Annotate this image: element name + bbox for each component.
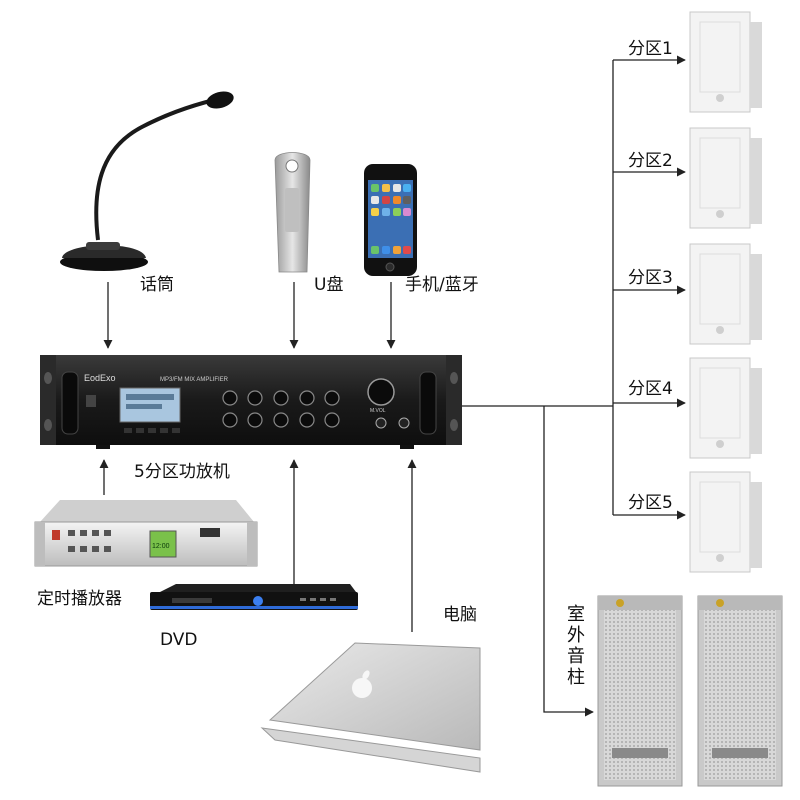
- zone2-speaker-image: [689, 127, 762, 229]
- zone4-label: 分区4: [628, 379, 673, 399]
- timer-player-image: 12:00: [34, 500, 258, 567]
- amplifier-label: 5分区功放机: [134, 462, 230, 482]
- timer-player-label: 定时播放器: [37, 589, 122, 609]
- zone1-label: 分区1: [628, 39, 673, 59]
- laptop-image: [260, 642, 481, 773]
- phone-image: [364, 164, 417, 276]
- zone3-label: 分区3: [628, 268, 673, 288]
- outdoor-column-speakers: [597, 595, 783, 787]
- zone3-speaker-image: [689, 243, 762, 345]
- outdoor-column-arrow: [543, 406, 594, 717]
- outdoor-column-char: 柱: [567, 667, 585, 688]
- dvd-label: DVD: [160, 630, 198, 650]
- amp-model-label: MP3/FM MIX AMPLIFIER: [160, 377, 229, 383]
- amp-brand-label: EodExo: [84, 373, 116, 383]
- apple-logo-icon: [352, 670, 372, 698]
- outdoor-column-speaker-1: [597, 595, 683, 787]
- amplifier-image: EodExo MP3/FM MIX AMPLIFIER M.VOL: [40, 355, 462, 449]
- outdoor-column-char: 室: [567, 604, 585, 625]
- timer-screen-label: 12:00: [152, 543, 170, 550]
- phone-bluetooth-label: 手机/蓝牙: [405, 275, 479, 295]
- outdoor-column-char: 外: [567, 625, 585, 646]
- zone4-speaker-image: [689, 357, 762, 459]
- usb-drive-image: [274, 152, 311, 273]
- usb-label: U盘: [314, 275, 344, 295]
- outdoor-column-label: 室 外 音 柱: [566, 604, 586, 688]
- outdoor-column-speaker-2: [697, 595, 783, 787]
- zone1-speaker-image: [689, 11, 762, 113]
- amp-volume-label: M.VOL: [370, 408, 386, 414]
- zone5-label: 分区5: [628, 493, 673, 513]
- outdoor-column-char: 音: [567, 646, 585, 667]
- microphone-label: 话筒: [140, 275, 174, 295]
- zone5-speaker-image: [689, 471, 762, 573]
- zone2-label: 分区2: [628, 151, 673, 171]
- dvd-player-image: [150, 584, 358, 610]
- zone-speakers: [689, 11, 762, 573]
- laptop-label: 电脑: [443, 605, 477, 625]
- microphone-image: [60, 91, 234, 271]
